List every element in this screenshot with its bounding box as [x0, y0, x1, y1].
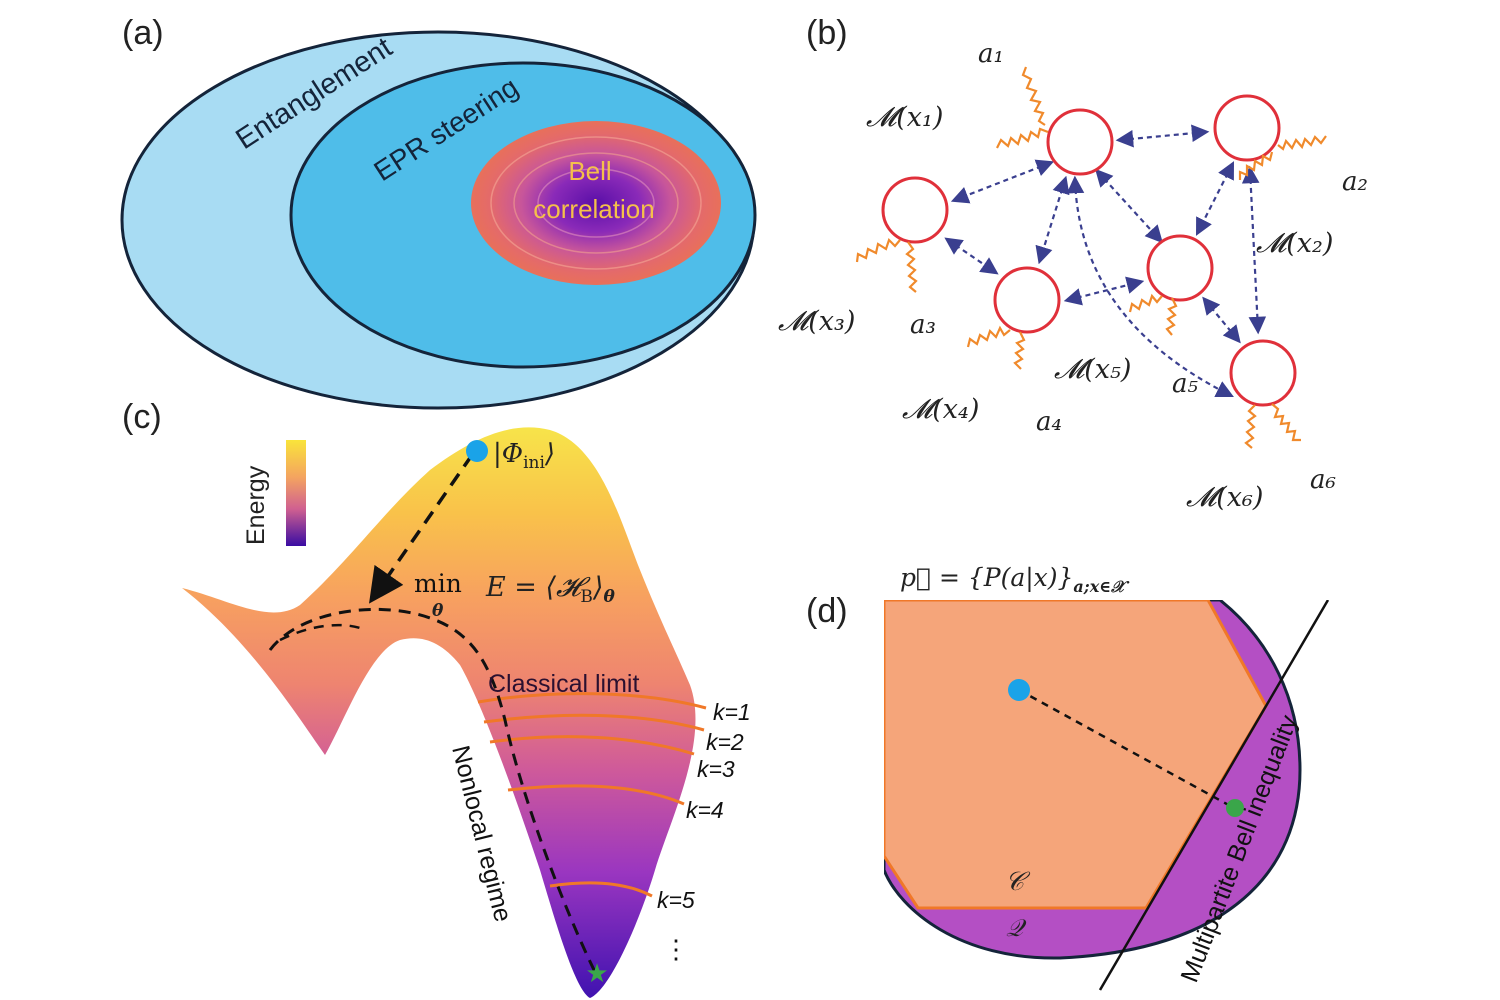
end-point — [1226, 799, 1244, 817]
link-1-6 — [1066, 175, 1234, 397]
quantum-set-label: 𝒬 — [1006, 914, 1027, 942]
bell-label-line1: Bell — [568, 156, 611, 186]
wiggle-in-6 — [1244, 404, 1257, 449]
wiggles — [855, 66, 1327, 449]
panel-c: (c) Energy ★ |Φini⟩ min θ E = ⟨𝓗B⟩θ Clas… — [122, 398, 751, 999]
panel-d-label: (d) — [806, 592, 848, 630]
panel-b-label: (b) — [806, 14, 848, 52]
wiggle-out-4 — [1013, 331, 1026, 370]
more-contours-ellipsis: ⋮ — [663, 935, 689, 965]
network-links — [944, 124, 1267, 397]
network-node-2 — [1213, 94, 1281, 162]
wiggle-out-5 — [1165, 297, 1178, 336]
bell-inequality-line — [1098, 600, 1330, 991]
network-node-6 — [1229, 339, 1297, 407]
start-point — [1008, 679, 1030, 701]
panel-a-label: (a) — [122, 14, 164, 52]
output-a4: a₄ — [1036, 407, 1062, 437]
energy-landscape — [182, 427, 696, 999]
measurement-x2: 𝓜(x₂) — [1256, 228, 1333, 259]
network-node-1 — [1046, 108, 1114, 176]
energy-colorbar-label: Energy — [242, 465, 270, 545]
k-contours — [477, 692, 707, 898]
initial-state-label: |Φini⟩ — [493, 439, 555, 473]
bell-contour — [490, 136, 702, 270]
measurement-x6: 𝓜(x₆) — [1186, 482, 1263, 513]
panel-b: (b) — [778, 14, 1368, 513]
network-node-4 — [993, 266, 1061, 334]
link-5-6 — [1202, 296, 1241, 344]
bell-correlation-ellipse — [471, 121, 721, 285]
wiggle-in-3 — [855, 237, 901, 263]
measurement-x3: 𝓜(x₃) — [778, 306, 855, 337]
link-1-3 — [950, 159, 1055, 204]
measurement-x5: 𝓜(x₅) — [1054, 354, 1131, 385]
k1-label: k=1 — [713, 699, 751, 725]
k4-label: k=4 — [686, 797, 724, 823]
contour-k2 — [483, 713, 705, 732]
k3-label: k=3 — [697, 756, 735, 782]
panel-a: (a) Entanglement EPR steering Bell corre… — [120, 14, 757, 410]
link-4-5 — [1063, 276, 1145, 306]
wiggle-in-1 — [996, 127, 1049, 149]
measurement-x1: 𝓜(x₁) — [866, 102, 943, 133]
descent-path — [369, 454, 474, 604]
classical-limit-label: Classical limit — [488, 670, 639, 698]
local-min-path — [279, 623, 361, 642]
classical-polytope — [884, 600, 1268, 910]
energy-colorbar — [286, 440, 306, 546]
wiggle-out-6 — [1271, 403, 1301, 442]
bell-label-line2: correlation — [533, 194, 654, 224]
panel-d: (d) p⃗ = {P(a|x)}a;x∈𝒳 𝒞 𝒬 Multipartite … — [806, 563, 1330, 991]
output-a5: a₅ — [1172, 369, 1199, 399]
initial-state-point — [466, 440, 488, 462]
wiggle-in-5 — [1128, 293, 1163, 313]
output-a2: a₂ — [1342, 167, 1368, 197]
output-a3: a₃ — [910, 310, 936, 340]
bell-contour — [537, 168, 655, 238]
wiggle-out-1 — [1021, 66, 1046, 126]
ground-state-star: ★ — [585, 959, 608, 988]
contour-k1 — [477, 692, 707, 710]
distance-line — [1018, 688, 1235, 810]
optimization-path — [268, 607, 597, 973]
output-a1: a₁ — [978, 39, 1004, 69]
min-label: min — [414, 569, 462, 598]
contour-k4 — [507, 784, 685, 806]
energy-expression: E = ⟨𝓗B⟩θ — [485, 572, 615, 607]
bell-contour — [513, 152, 679, 254]
wiggle-out-2 — [1277, 135, 1327, 151]
panel-c-label: (c) — [122, 398, 162, 436]
contour-k5 — [549, 881, 653, 898]
correlation-vector-formula: p⃗ = {P(a|x)}a;x∈𝒳 — [900, 563, 1130, 596]
link-1-5 — [1095, 168, 1163, 244]
link-2-5 — [1196, 161, 1234, 236]
k2-label: k=2 — [706, 729, 744, 755]
measurement-x4: 𝓜(x₄) — [902, 394, 979, 425]
wiggle-in-2 — [1238, 151, 1274, 180]
link-1-2 — [1115, 124, 1210, 148]
correlation-space — [884, 600, 1330, 991]
network-node-3 — [881, 176, 949, 244]
wiggle-out-3 — [905, 241, 918, 293]
min-subscript: θ — [432, 601, 444, 621]
wiggle-in-4 — [966, 325, 1011, 348]
k5-label: k=5 — [657, 887, 695, 913]
link-1-4 — [1035, 175, 1070, 265]
contour-k3 — [489, 735, 695, 756]
link-3-4 — [944, 237, 999, 275]
network-node-5 — [1146, 234, 1214, 302]
output-a6: a₆ — [1310, 465, 1336, 495]
